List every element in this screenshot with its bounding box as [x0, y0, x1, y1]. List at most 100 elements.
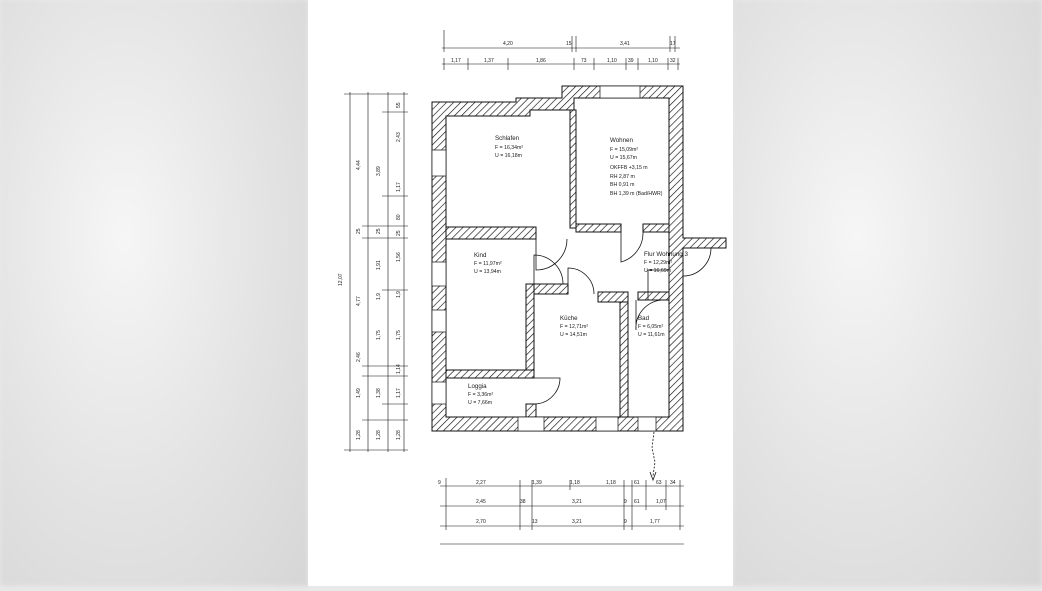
dim-label: 61 [634, 499, 640, 505]
wall-schlafen-kind [445, 226, 537, 240]
room-name: Kind [474, 252, 487, 259]
room-name: Bad [638, 315, 650, 322]
dim-label: 2,27 [476, 480, 486, 486]
dim-label: 61 [634, 480, 640, 486]
dim-label: 1,75 [376, 330, 382, 340]
floor-plan-sheet: Schlafen F = 16,34m² U = 16,18m Wohnen F… [308, 0, 733, 586]
dim-label: 32 [670, 58, 676, 64]
dim-label: 38 [520, 499, 526, 505]
room-area: F = 16,34m² [495, 145, 523, 151]
doors [533, 231, 712, 405]
dim-label: 1,49 [356, 388, 362, 398]
dim-label: 2,70 [476, 519, 486, 525]
room-schlafen: Schlafen F = 16,34m² U = 16,18m [495, 135, 523, 159]
wall-loggia-kueche [525, 403, 537, 418]
dim-label: 39 [628, 58, 634, 64]
dim-label: 1,18 [606, 480, 616, 486]
room-note: OKFFB +3,15 m [610, 165, 648, 171]
room-note: BH 1,39 m (Bad/HWR) [610, 191, 663, 197]
dim-label: 9 [624, 499, 627, 505]
walls [431, 85, 727, 432]
dim-label: 1,9 [376, 293, 382, 300]
room-perimeter: U = 14,51m [560, 332, 587, 338]
room-perimeter: U = 13,94m [474, 269, 501, 275]
dim-label: 1,18 [570, 480, 580, 486]
dim-label: 63 [656, 480, 662, 486]
dim-label: 9 [624, 519, 627, 525]
dim-label: 3,21 [572, 519, 582, 525]
dim-label: 1,28 [396, 430, 402, 440]
room-name: Küche [560, 315, 578, 322]
room-perimeter: U = 16,69m [644, 268, 671, 274]
dim-label: 1,77 [650, 519, 660, 525]
dim-label: 1,07 [656, 499, 666, 505]
room-bad: Bad F = 6,05m² U = 11,61m [638, 315, 665, 338]
dim-label: 1,17 [396, 182, 402, 192]
top-dimension-overall [442, 30, 680, 52]
room-perimeter: U = 7,66m [468, 400, 492, 406]
dim-label: 4,44 [356, 160, 362, 170]
dim-label: 1,38 [376, 388, 382, 398]
dim-label: 1,9 [396, 291, 402, 298]
dim-label: 4,20 [503, 41, 513, 47]
dim-label: 17 [670, 41, 676, 47]
dim-label: 34 [670, 480, 676, 486]
room-note: RH 2,87 m [610, 174, 635, 180]
wall-wohnen-flur [575, 223, 622, 233]
dim-label: 1,39 [532, 480, 542, 486]
dim-label: 1,75 [396, 330, 402, 340]
dim-label: 12,07 [338, 273, 344, 286]
bottom-dimension-labels: 9 2,27 1,39 1,18 1,18 61 63 34 2,45 38 3… [438, 480, 676, 525]
dim-label: 3,41 [620, 41, 630, 47]
room-area: F = 6,05m² [638, 324, 663, 330]
dim-label: 1,10 [607, 58, 617, 64]
wall-flur-bad [637, 291, 670, 301]
dim-label: 80 [396, 214, 402, 220]
dim-label: 1,28 [356, 430, 362, 440]
room-perimeter: U = 15,67m [610, 155, 637, 161]
wall-flur-kueche-2 [597, 291, 629, 303]
room-note: BH 0,91 m [610, 182, 635, 188]
room-area: F = 15,09m² [610, 147, 638, 153]
dim-label: 1,37 [484, 58, 494, 64]
wall-flur-kueche [533, 283, 569, 295]
left-dimension-lines [344, 92, 408, 452]
room-kueche: Küche F = 12,71m² U = 14,51m [560, 315, 588, 338]
dim-label: 3,21 [572, 499, 582, 505]
dim-label: 1,86 [536, 58, 546, 64]
dim-label: 1,14 [396, 364, 402, 374]
windows [431, 85, 657, 432]
floor-plan-drawing: Schlafen F = 16,34m² U = 16,18m Wohnen F… [338, 30, 727, 545]
dim-label: 4,77 [356, 296, 362, 306]
dim-label: 15 [566, 41, 572, 47]
dim-label: 2,46 [356, 352, 362, 362]
dim-label: 1,91 [376, 260, 382, 270]
dim-label: 1,28 [376, 430, 382, 440]
wall-kind-kueche [525, 283, 535, 377]
dim-label: 2,45 [476, 499, 486, 505]
dim-label: 1,56 [396, 252, 402, 262]
dim-label: 55 [396, 102, 402, 108]
room-area: F = 11,97m² [474, 261, 502, 267]
room-area: F = 12,29m² [644, 260, 672, 266]
top-dimension-overall-labels: 4,20 15 3,41 17 [503, 41, 676, 47]
dim-label: 1,17 [451, 58, 461, 64]
room-kind: Kind F = 11,97m² U = 13,94m [474, 252, 502, 275]
wall-schlafen-wohnen [569, 109, 577, 229]
top-dimension-detail-labels: 1,17 1,37 1,86 73 1,10 39 1,10 32 [451, 58, 676, 64]
room-name: Loggia [468, 383, 487, 390]
room-name: Schlafen [495, 135, 520, 142]
room-perimeter: U = 16,18m [495, 153, 522, 159]
dim-label: 2,43 [396, 132, 402, 142]
room-area: F = 3,36m² [468, 392, 493, 398]
dim-label: 73 [581, 58, 587, 64]
left-dimension-labels: 12,07 4,44 25 4,77 2,46 1,49 1,28 3,89 2… [338, 102, 402, 440]
dim-label: 25 [356, 228, 362, 234]
entry-arrow [649, 431, 657, 482]
dim-label: 25 [376, 228, 382, 234]
right-blurred-margin [733, 0, 1042, 586]
room-loggia: Loggia F = 3,36m² U = 7,66m [468, 383, 493, 406]
wall-kueche-bad [619, 301, 629, 418]
left-blurred-margin [0, 0, 308, 586]
wall-wohnen-flur-2 [642, 223, 670, 233]
